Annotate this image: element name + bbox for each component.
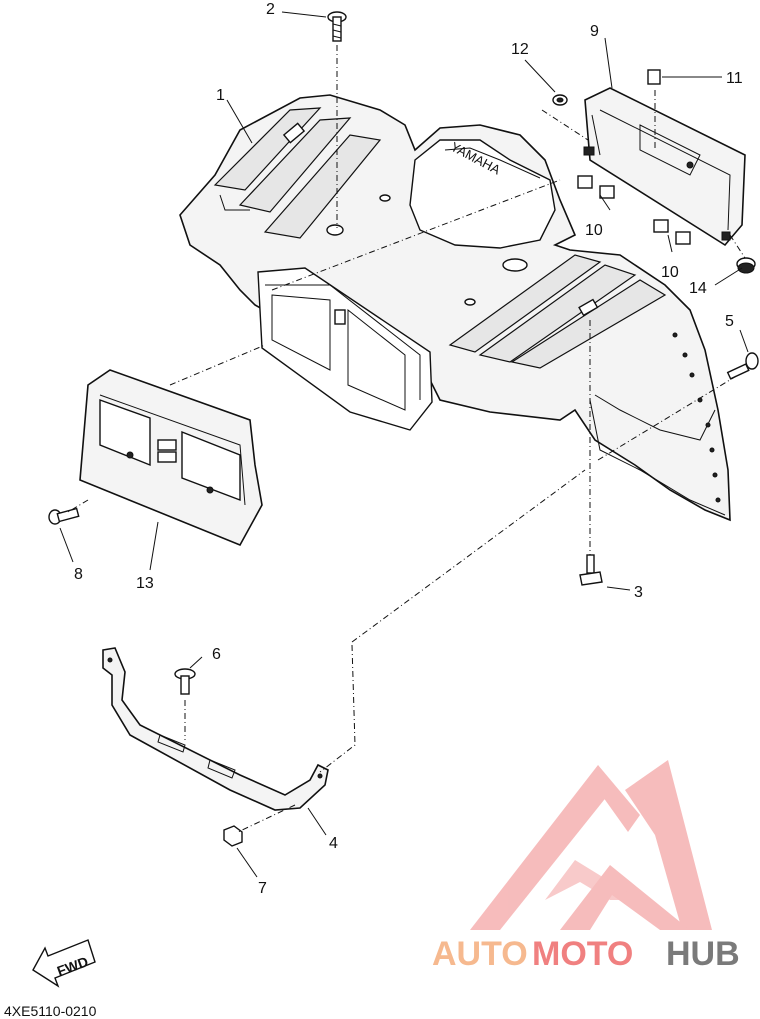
- front-fender: YAMAHA: [179, 94, 731, 522]
- callout-14: 14: [689, 280, 707, 297]
- clip-part-11: [647, 69, 661, 85]
- callout-10-lower: 10: [661, 264, 679, 281]
- callout-12: 12: [511, 41, 529, 58]
- callout-10-upper: 10: [585, 222, 603, 239]
- headlight-housing-mount: [257, 267, 433, 431]
- dash-lines: [67, 45, 746, 833]
- callout-7: 7: [258, 880, 267, 897]
- headlight-unit: [583, 69, 746, 247]
- screw-2: [327, 11, 347, 42]
- screw-8: [48, 507, 80, 525]
- nut-7: [223, 825, 243, 847]
- callout-5: 5: [725, 313, 734, 330]
- watermark-moto: MOTO: [532, 935, 633, 973]
- watermark-text: AUTO MOTO HUB: [432, 935, 740, 973]
- callout-2: 2: [266, 1, 275, 18]
- bracket-stay: [102, 647, 329, 811]
- bolt-5: [726, 352, 759, 380]
- callout-6: 6: [212, 646, 221, 663]
- callout-11: 11: [726, 70, 743, 87]
- callout-4: 4: [329, 835, 338, 852]
- bolt-3: [579, 554, 603, 586]
- damper-blocks: [577, 175, 691, 245]
- callout-1: 1: [216, 87, 225, 104]
- callout-9: 9: [590, 23, 599, 40]
- grommet-12: [552, 94, 568, 106]
- leader-lines: [59, 11, 749, 878]
- watermark-logo: [470, 760, 712, 930]
- bolt-6: [174, 668, 196, 695]
- drawing-code: 4XE5110-0210: [4, 1003, 97, 1019]
- callout-13: 13: [136, 575, 154, 592]
- callout-numbers: 1 2 3 4 5 6 7 8 9 10 10 11 12 13 14: [74, 1, 743, 897]
- grommet-14: [736, 257, 756, 274]
- headlight-bezel: [79, 369, 263, 547]
- watermark-hub: HUB: [666, 935, 740, 973]
- callout-3: 3: [634, 584, 643, 601]
- callout-8: 8: [74, 566, 83, 583]
- forward-direction-arrow: FWD: [32, 939, 96, 988]
- watermark-auto: AUTO: [432, 935, 528, 973]
